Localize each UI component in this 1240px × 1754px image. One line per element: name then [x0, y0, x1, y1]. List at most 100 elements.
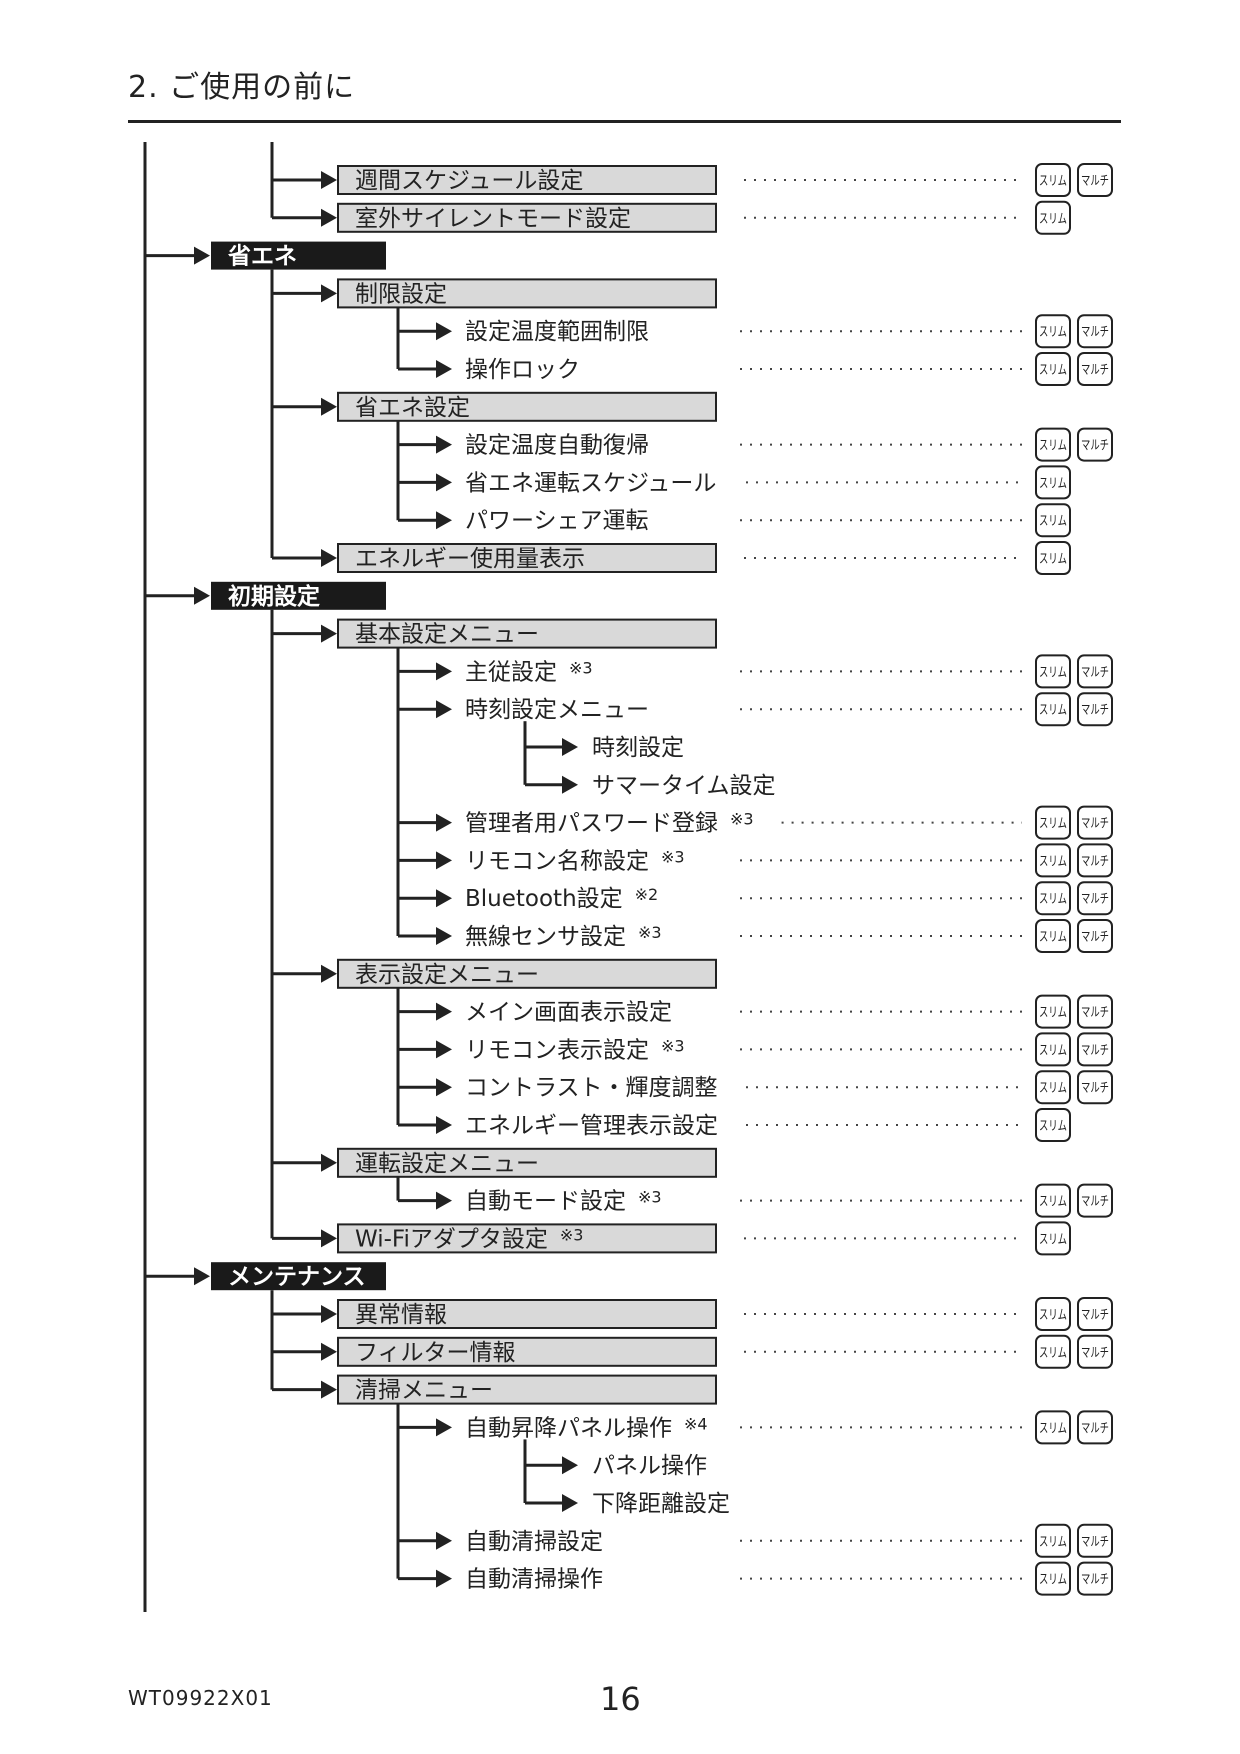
category-label: 省エネ — [227, 244, 297, 270]
arrow-icon — [562, 775, 578, 794]
badge-label: マルチ — [1081, 1006, 1109, 1021]
badge-label: マルチ — [1081, 1573, 1109, 1588]
badge-label: スリム — [1039, 514, 1067, 529]
page-title: 2. ご使用の前に — [128, 70, 356, 105]
badge-frame — [1077, 994, 1113, 1029]
arrow-icon — [436, 889, 452, 908]
badge-label: スリム — [1039, 1043, 1067, 1058]
menu-item-label: 下降距離設定 — [592, 1491, 730, 1517]
submenu-row: メイン画面表示設定スリムマルチ — [398, 994, 1113, 1029]
badge-label: マルチ — [1081, 1535, 1109, 1550]
menu-item-label: 自動清掃操作 — [465, 1567, 603, 1593]
category-label-box — [211, 581, 386, 610]
badge-label: スリム — [1039, 1421, 1067, 1436]
badge-frame — [1035, 881, 1071, 916]
badge-label: マルチ — [1081, 174, 1109, 189]
arrow-icon — [436, 1191, 452, 1210]
badge-label: スリム — [1039, 703, 1067, 718]
arrow-icon — [436, 322, 452, 341]
menu-item-box — [337, 1147, 717, 1178]
menu-row: 省エネ設定 — [272, 391, 717, 422]
menu-item-label: 運転設定メニュー — [355, 1151, 539, 1177]
submenu-row: 自動清掃操作 スリムマルチ — [398, 1561, 1113, 1596]
menu-item-label: 自動清掃設定 — [465, 1529, 603, 1555]
slim-badge: スリム — [1035, 1032, 1071, 1067]
badge-label: マルチ — [1081, 665, 1109, 680]
slim-badge: スリム — [1035, 881, 1071, 916]
page-number: 16 — [600, 1680, 641, 1718]
badge-label: マルチ — [1081, 1421, 1109, 1436]
badge-label: スリム — [1039, 363, 1067, 378]
arrow-icon — [194, 1267, 210, 1286]
menu-item-box — [337, 1299, 717, 1329]
badge-frame — [1035, 352, 1071, 386]
footnote-mark: ※3 — [661, 1036, 685, 1055]
arrow-icon — [436, 1569, 452, 1588]
menu-item-box — [337, 1223, 717, 1254]
badge-label: スリム — [1039, 930, 1067, 945]
badge-frame — [1077, 1334, 1113, 1369]
menu-item-label: リモコン表示設定 — [465, 1037, 649, 1063]
badge-frame — [1035, 654, 1071, 689]
menu-item-box — [337, 278, 717, 309]
arrow-icon — [436, 1078, 452, 1097]
badge-label: スリム — [1039, 1535, 1067, 1550]
badge-frame — [1035, 541, 1071, 575]
menu-item-label: エネルギー管理表示設定 — [465, 1113, 718, 1139]
menu-item-label: Bluetooth設定 — [465, 886, 623, 912]
menu-item-box — [337, 958, 717, 989]
menu-item-label: リモコン名称設定 — [465, 848, 649, 874]
menu-row: 制限設定 — [272, 278, 717, 309]
arrow-icon — [321, 171, 337, 189]
badge-frame — [1035, 1410, 1071, 1445]
menu-item-box — [337, 543, 717, 573]
badge-frame — [1035, 1297, 1071, 1331]
badge-label: マルチ — [1081, 363, 1109, 378]
slim-badge: スリム — [1035, 314, 1071, 349]
badge-label: スリム — [1039, 1573, 1067, 1588]
badge-frame — [1077, 352, 1113, 386]
submenu-row: 時刻設定 — [525, 735, 684, 761]
badge-frame — [1077, 1561, 1113, 1596]
menu-item-label: エネルギー使用量表示 — [355, 546, 585, 572]
menu-item-label: 制限設定 — [355, 281, 447, 307]
badge-label: スリム — [1039, 1081, 1067, 1096]
submenu-row: 下降距離設定 — [525, 1491, 730, 1517]
badge-label: スリム — [1039, 892, 1067, 907]
menu-item-label: パネル操作 — [592, 1453, 707, 1479]
badge-frame — [1035, 1221, 1071, 1256]
menu-row: 異常情報スリムマルチ — [272, 1297, 1113, 1331]
multi-badge: マルチ — [1077, 654, 1113, 689]
badge-label: スリム — [1039, 1195, 1067, 1210]
slim-badge: スリム — [1035, 1410, 1071, 1445]
arrow-icon — [436, 662, 452, 681]
badge-frame — [1035, 1523, 1071, 1558]
menu-item-label: サマータイム設定 — [592, 773, 776, 799]
badge-label: スリム — [1039, 174, 1067, 189]
menu-item-box — [337, 391, 717, 422]
footnote-mark: ※3 — [569, 658, 593, 677]
menu-item-label: 自動昇降パネル操作 — [465, 1415, 672, 1441]
arrow-icon — [436, 1002, 452, 1021]
arrow-icon — [321, 1342, 337, 1361]
menu-item-label: 操作ロック — [465, 357, 580, 383]
category-label-box — [211, 1262, 386, 1291]
arrow-icon — [436, 700, 452, 719]
multi-badge: マルチ — [1077, 1070, 1113, 1105]
footnote-mark: ※3 — [560, 1225, 584, 1244]
arrow-icon — [321, 208, 337, 227]
footnote-mark: ※3 — [661, 847, 685, 866]
slim-badge: スリム — [1035, 1183, 1071, 1218]
arrow-icon — [562, 1456, 578, 1475]
badge-label: マルチ — [1081, 703, 1109, 718]
badge-frame — [1035, 465, 1071, 500]
badge-frame — [1077, 427, 1113, 462]
slim-badge: スリム — [1035, 843, 1071, 878]
badge-label: マルチ — [1081, 1308, 1109, 1323]
badge-label: マルチ — [1081, 439, 1109, 454]
badge-frame — [1035, 1334, 1071, 1369]
slim-badge: スリム — [1035, 200, 1071, 235]
